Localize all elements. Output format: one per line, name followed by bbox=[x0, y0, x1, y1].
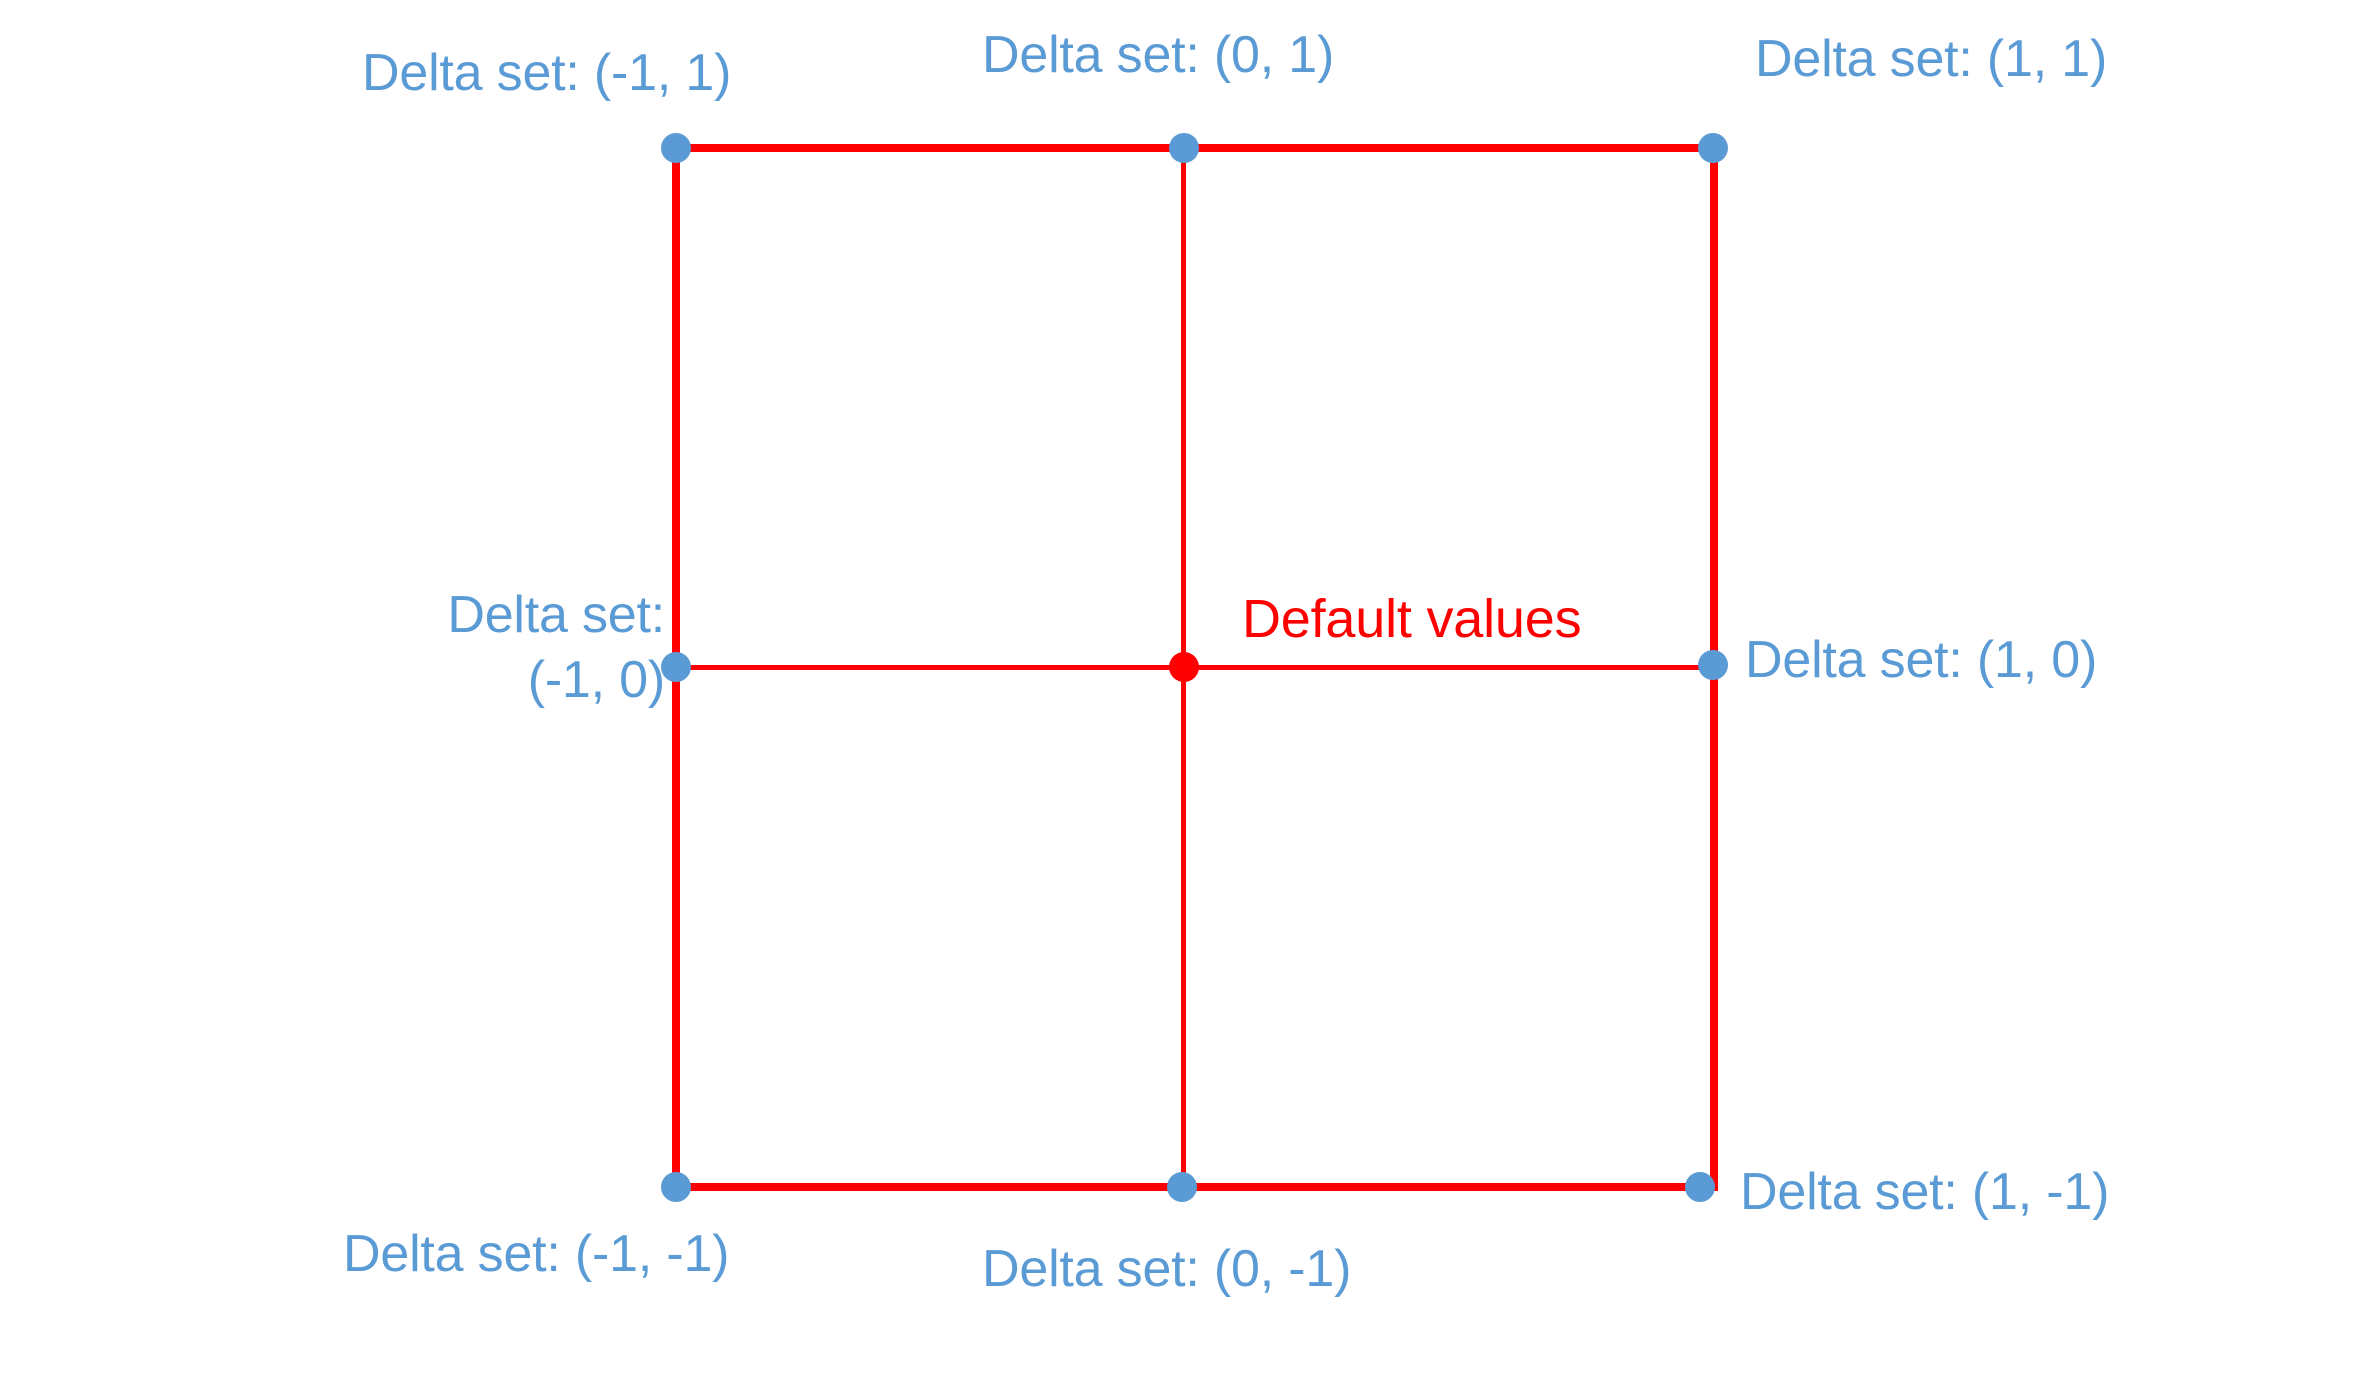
node-dot-top-left[interactable] bbox=[661, 133, 691, 163]
node-dot-bottom-right[interactable] bbox=[1685, 1172, 1715, 1202]
label-delta-set-top-right: Delta set: (1, 1) bbox=[1755, 30, 2108, 88]
label-delta-set-middle-left-line2: (-1, 0) bbox=[527, 651, 665, 709]
label-delta-set-middle-left-line1: Delta set: bbox=[447, 586, 665, 644]
label-delta-set-bottom-center: Delta set: (0, -1) bbox=[982, 1240, 1352, 1298]
node-dot-middle-left[interactable] bbox=[661, 652, 691, 682]
label-default-values: Default values bbox=[1242, 589, 1582, 649]
label-delta-set-top-left: Delta set: (-1, 1) bbox=[362, 44, 732, 102]
label-delta-set-top-center: Delta set: (0, 1) bbox=[982, 26, 1335, 84]
node-dot-middle-right[interactable] bbox=[1698, 650, 1728, 680]
node-dot-top-right[interactable] bbox=[1698, 133, 1728, 163]
node-dot-bottom-center[interactable] bbox=[1167, 1172, 1197, 1202]
label-delta-set-middle-right: Delta set: (1, 0) bbox=[1745, 631, 2098, 689]
node-dot-top-center[interactable] bbox=[1169, 133, 1199, 163]
node-dot-center-default[interactable] bbox=[1169, 652, 1199, 682]
node-dot-bottom-left[interactable] bbox=[661, 1172, 691, 1202]
label-delta-set-bottom-right: Delta set: (1, -1) bbox=[1740, 1163, 2110, 1221]
label-delta-set-bottom-left: Delta set: (-1, -1) bbox=[343, 1225, 730, 1283]
